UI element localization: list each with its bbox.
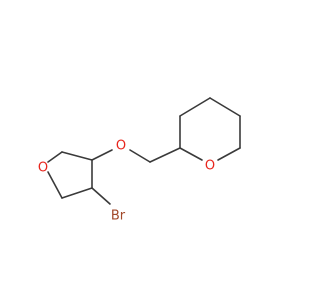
bond-othp-c2thp: [179, 147, 203, 161]
bond-c4thp-c5thp: [209, 97, 241, 117]
oxygen-label-thf: O: [38, 161, 48, 176]
bond-c6thp-othp: [217, 147, 241, 161]
bromine-label: Br: [111, 209, 126, 224]
bond-c3-oether: [91, 149, 113, 161]
bond-c5-c4: [61, 187, 93, 199]
bond-c4-br: [91, 187, 111, 205]
bond-c2-o1: [47, 151, 63, 163]
bond-o1-c5: [47, 171, 63, 199]
bond-oether-ch2: [129, 149, 151, 163]
bond-c3-c2: [61, 151, 93, 161]
molecule-diagram: O O O Br: [38, 97, 241, 224]
oxygen-label-ether: O: [116, 139, 126, 154]
oxygen-label-thp: O: [205, 159, 215, 174]
bond-c3thp-c4thp: [179, 97, 211, 117]
bond-ch2-c2thp: [149, 147, 181, 163]
structure-svg: O O O Br: [38, 97, 241, 224]
